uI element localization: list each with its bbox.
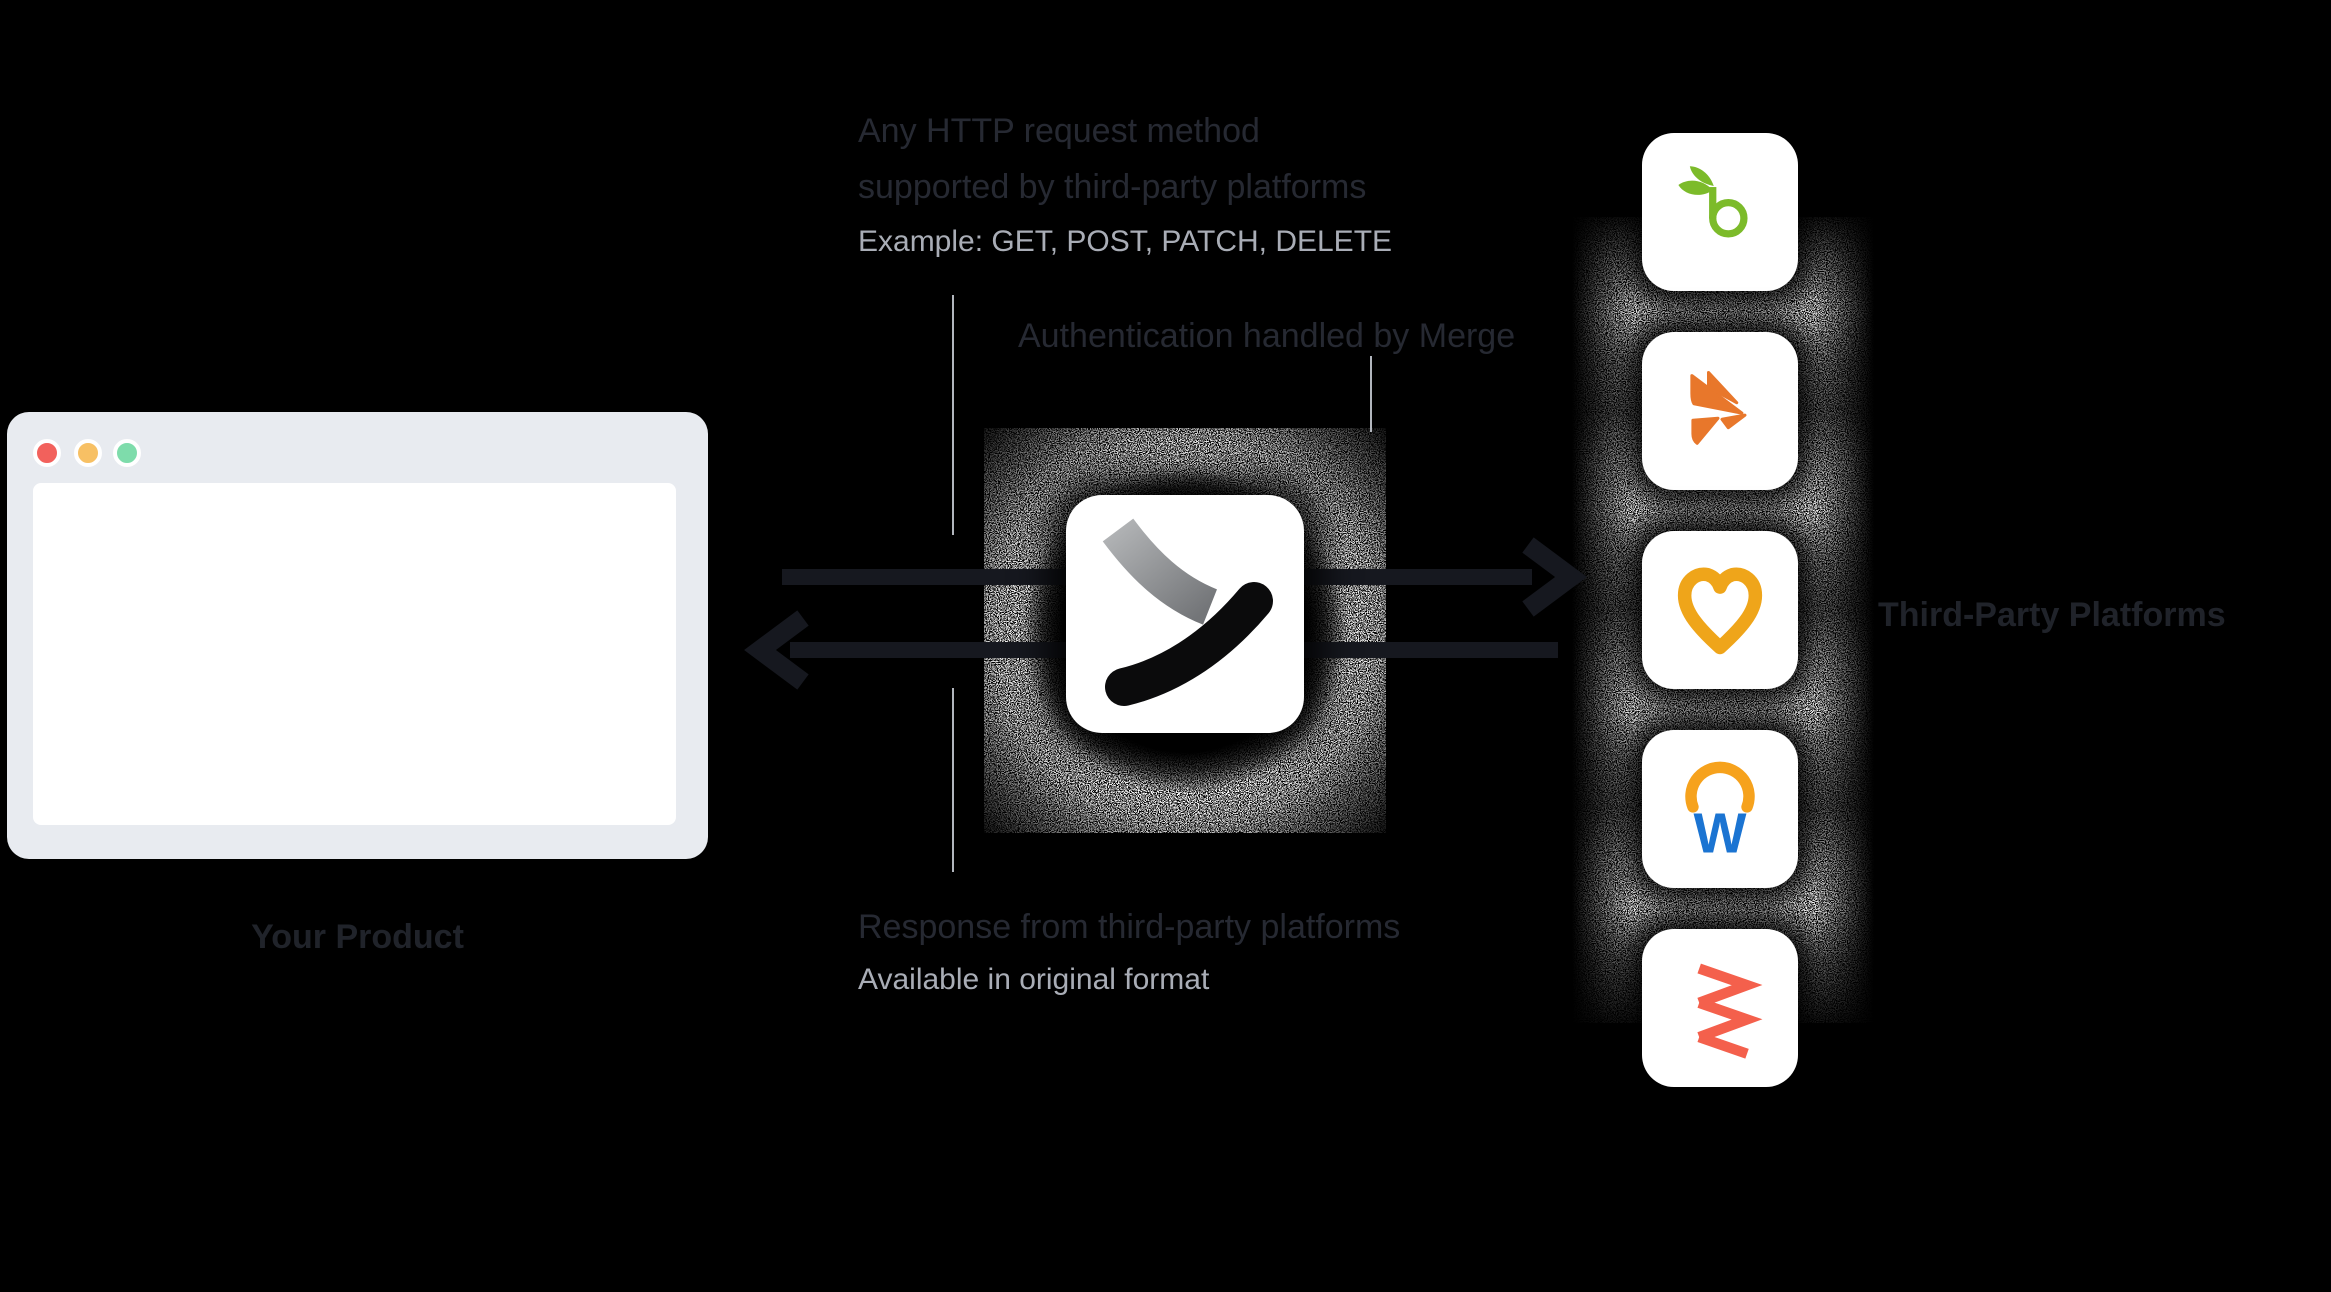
third-party-platforms-label: Third-Party Platforms: [1878, 596, 2226, 634]
request-annotation-line1: Any HTTP request method: [858, 112, 1260, 150]
request-annotation: Any HTTP request method supported by thi…: [858, 103, 1366, 215]
traffic-light-minimize: [74, 439, 102, 467]
zigzag-icon: [1697, 963, 1763, 1059]
auth-annotation: Authentication handled by Merge: [1018, 317, 1516, 355]
platform-card-1: [1642, 133, 1798, 291]
traffic-light-zoom: [113, 439, 141, 467]
left-arrowhead-icon: [744, 610, 809, 690]
orange-arrow-icon: [1690, 370, 1747, 445]
connector-line-request: [952, 295, 954, 535]
platform-card-3: [1642, 531, 1798, 689]
right-arrowhead-icon: [1522, 537, 1587, 617]
workday-icon: W: [1685, 761, 1755, 861]
your-product-label: Your Product: [251, 918, 464, 956]
merge-logo-black-stroke: [1105, 582, 1273, 706]
merge-logo-icon: [1102, 518, 1273, 706]
heart-icon: [1677, 567, 1763, 655]
merge-logo-gray-stroke: [1102, 518, 1218, 625]
request-annotation-line2: supported by third-party platforms: [858, 168, 1367, 206]
platform-card-4: W: [1642, 730, 1798, 888]
product-browser-window: [7, 412, 708, 859]
response-format-text: Available in original format: [858, 963, 1210, 996]
traffic-light-close: [33, 439, 61, 467]
browser-window-content: [33, 483, 676, 825]
bamboohr-icon: [1678, 166, 1748, 238]
workday-arc: [1685, 761, 1755, 813]
platform-card-5: [1642, 929, 1798, 1087]
merge-hub-card: [1066, 495, 1304, 733]
response-annotation: Response from third-party platforms: [858, 908, 1401, 946]
workday-letter: W: [1694, 802, 1747, 861]
connector-line-response: [952, 688, 954, 872]
request-example-text: Example: GET, POST, PATCH, DELETE: [858, 225, 1393, 258]
platform-card-2: [1642, 332, 1798, 490]
connector-line-auth: [1370, 356, 1372, 432]
